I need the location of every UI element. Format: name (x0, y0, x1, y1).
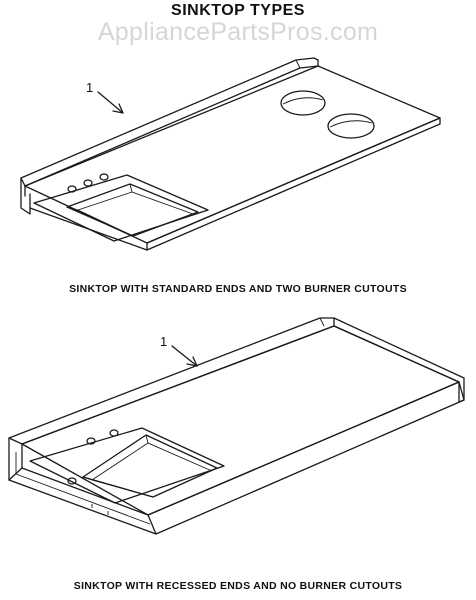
callout-number: 1 (160, 334, 167, 349)
burner-cutout (281, 91, 325, 115)
right-end (334, 318, 464, 402)
sinktop-recessed-ends: 1 (9, 318, 464, 534)
back-splash (21, 58, 318, 186)
countertop-surface (22, 326, 459, 515)
figure-caption: SINKTOP WITH STANDARD ENDS AND TWO BURNE… (69, 283, 407, 295)
front-edge (147, 118, 440, 250)
callout-number: 1 (86, 80, 93, 95)
watermark: AppliancePartsPros.com (97, 18, 379, 46)
sink-rim (34, 175, 208, 241)
front-edge (148, 382, 464, 534)
faucet-hole (84, 180, 92, 186)
faucet-hole (87, 438, 95, 444)
faucet-hole (68, 478, 76, 484)
page-title: SINKTOP TYPES (171, 2, 305, 19)
back-splash (9, 318, 334, 444)
left-end (21, 178, 30, 214)
figure-caption: SINKTOP WITH RECESSED ENDS AND NO BURNER… (73, 580, 403, 592)
sink-rim (30, 428, 224, 503)
sink-bowl (67, 184, 198, 236)
sinktop-standard-ends: 1 (21, 58, 440, 250)
faucet-hole (68, 186, 76, 192)
callout-leader (172, 346, 197, 366)
callout-leader (98, 92, 123, 113)
faucet-hole (110, 430, 118, 436)
faucet-hole (100, 174, 108, 180)
burner-cutout (328, 114, 374, 138)
